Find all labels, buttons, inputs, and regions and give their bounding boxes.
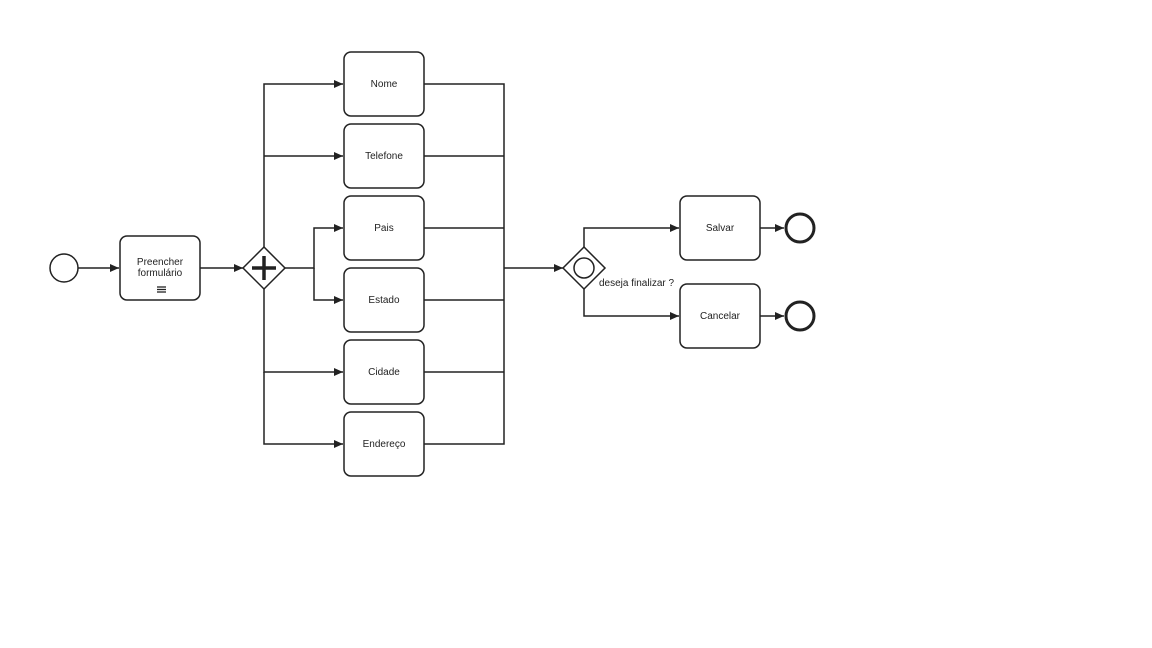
flow-endereco-out[interactable] — [424, 268, 505, 445]
list-icon — [157, 286, 166, 293]
task-cancelar-label: Cancelar — [700, 311, 741, 322]
task-preencher-line1: Preencher — [137, 257, 184, 268]
flow-gateway-to-pais[interactable] — [285, 224, 343, 269]
task-cancelar[interactable]: Cancelar — [679, 283, 761, 349]
task-preencher-formulario[interactable]: Preencher formulário — [119, 235, 201, 301]
event-gateway[interactable] — [561, 245, 607, 291]
flow-gateway-to-cancelar[interactable] — [583, 289, 679, 320]
start-event[interactable] — [49, 253, 79, 283]
event-gateway-label: deseja finalizar ? — [599, 278, 674, 289]
task-estado-label: Estado — [368, 295, 400, 306]
sequence-flows — [78, 80, 784, 448]
task-endereco[interactable]: Endereço — [343, 411, 425, 477]
task-nome-label: Nome — [371, 79, 398, 90]
task-telefone-label: Telefone — [365, 151, 403, 162]
flow-gateway-to-nome[interactable] — [263, 80, 343, 247]
task-endereco-label: Endereço — [363, 439, 406, 450]
task-salvar[interactable]: Salvar — [679, 195, 761, 261]
task-salvar-label: Salvar — [706, 223, 735, 234]
task-cidade[interactable]: Cidade — [343, 339, 425, 405]
flow-gateway-to-cidade[interactable] — [263, 289, 343, 376]
end-event-cancelar[interactable] — [784, 300, 816, 332]
plus-icon — [252, 256, 276, 280]
gateway-circle-icon — [573, 257, 595, 279]
parallel-gateway[interactable] — [241, 245, 287, 291]
task-cidade-label: Cidade — [368, 367, 400, 378]
flow-gateway-to-salvar[interactable] — [583, 224, 679, 247]
task-pais-label: Pais — [374, 223, 393, 234]
task-estado[interactable]: Estado — [343, 267, 425, 333]
flow-gateway-to-estado[interactable] — [313, 268, 343, 304]
flow-gateway-to-endereco[interactable] — [263, 372, 343, 448]
task-telefone[interactable]: Telefone — [343, 123, 425, 189]
flow-nome-out[interactable] — [424, 83, 505, 268]
task-preencher-line2: formulário — [138, 268, 183, 279]
task-nome[interactable]: Nome — [343, 51, 425, 117]
task-pais[interactable]: Pais — [343, 195, 425, 261]
end-event-salvar[interactable] — [784, 212, 816, 244]
